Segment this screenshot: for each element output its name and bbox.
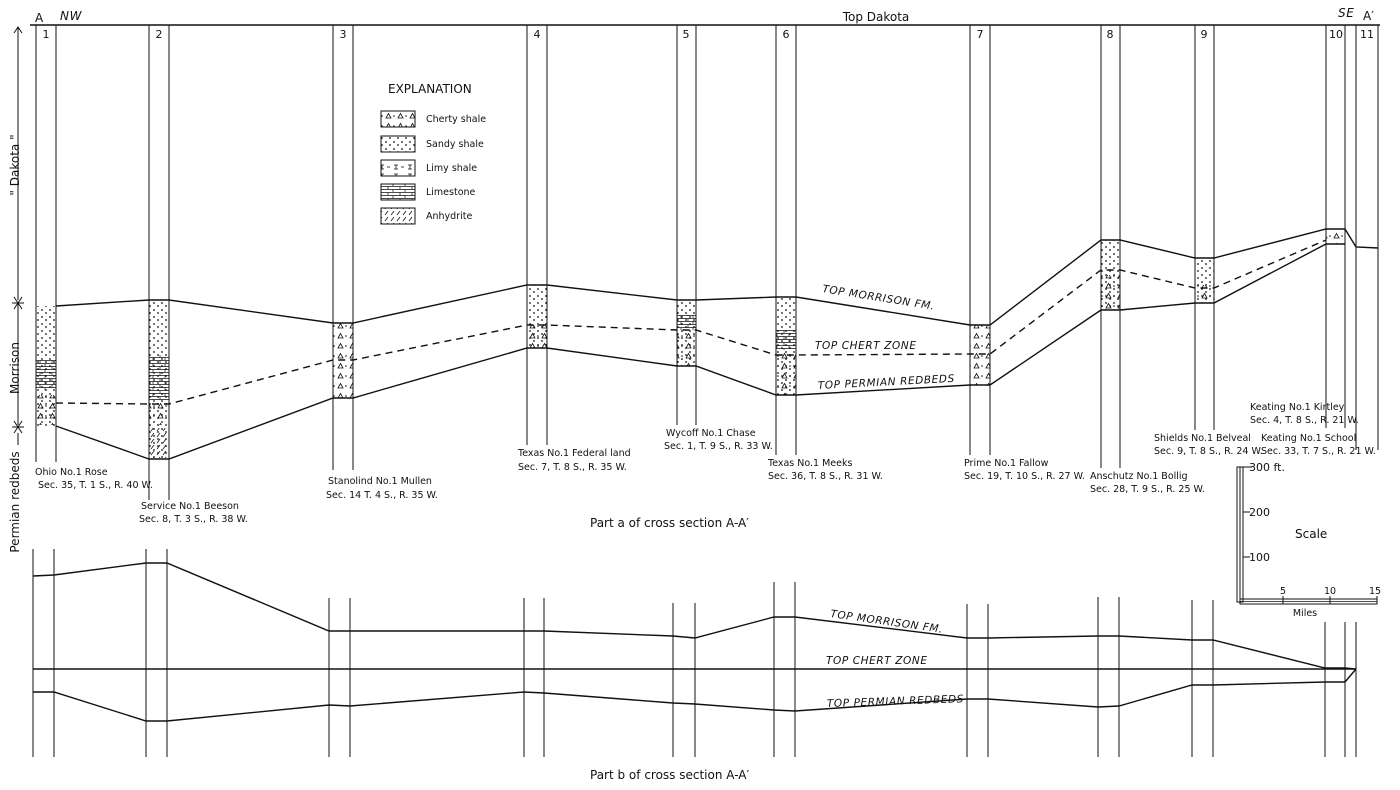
- permian-redbeds-label: Permian redbeds: [8, 451, 22, 552]
- scale-tick-300: 300 ft.: [1249, 461, 1285, 474]
- end-letter-a: A: [35, 11, 44, 25]
- well-number: 9: [1201, 28, 1208, 41]
- top-chert-zone-label-a: TOP CHERT ZONE: [815, 340, 917, 352]
- well-location: Sec. 1, T. 9 S., R. 33 W.: [664, 441, 773, 452]
- well-columns-part-a: [35, 25, 1379, 500]
- well-name: Texas No.1 Federal land: [517, 448, 631, 459]
- scale-tick-200: 200: [1249, 506, 1270, 519]
- direction-se: SE: [1338, 6, 1354, 20]
- well-location: Sec. 14 T. 4 S., R. 35 W.: [326, 490, 438, 501]
- part-a-caption: Part a of cross section A-A′: [590, 516, 749, 530]
- scale-title: Scale: [1295, 527, 1327, 541]
- well-name: Stanolind No.1 Mullen: [328, 476, 432, 487]
- well-number: 11: [1360, 28, 1374, 41]
- morrison-label: Morrison: [8, 342, 22, 394]
- explanation-title: EXPLANATION: [388, 82, 472, 96]
- top-morrison-line-b: [32, 562, 1357, 670]
- well-name: Keating No.1 School: [1261, 433, 1356, 444]
- legend-swatch-sandy-shale: [380, 135, 416, 153]
- legend-label: Sandy shale: [426, 139, 484, 150]
- well-number: 4: [534, 28, 541, 41]
- scale-mile-10: 10: [1324, 586, 1336, 597]
- legend-swatch-cherty-shale: [380, 110, 416, 128]
- left-dimension-bars: [12, 26, 24, 445]
- top-permian-label-b: TOP PERMIAN REDBEDS: [827, 693, 964, 710]
- legend-label: Limy shale: [426, 163, 477, 174]
- well-location: Sec. 28, T. 9 S., R. 25 W.: [1090, 484, 1205, 495]
- legend-swatch-limestone: [380, 183, 416, 201]
- end-letter-a-prime: A′: [1363, 9, 1374, 23]
- well-name: Keating No.1 Kirtley: [1250, 402, 1345, 413]
- well-number: 6: [783, 28, 790, 41]
- scale-bar: 300 ft. 200 100 5 10 15 Miles Scale: [1236, 461, 1381, 619]
- well-number: 8: [1107, 28, 1114, 41]
- well-name: Wycoff No.1 Chase: [666, 428, 756, 439]
- well-location: Sec. 4, T. 8 S., R. 21 W.: [1250, 415, 1359, 426]
- well-location: Sec. 7, T. 8 S., R. 35 W.: [518, 462, 627, 473]
- well-location: Sec. 9, T. 8 S., R. 24 W.: [1154, 446, 1263, 457]
- direction-nw: NW: [60, 9, 83, 23]
- well-columns-part-b: [32, 549, 1357, 757]
- legend-label: Anhydrite: [426, 211, 472, 222]
- well-number: 5: [683, 28, 690, 41]
- legend-swatch-anhydrite: [380, 207, 416, 225]
- top-chert-zone-line-a: [55, 239, 1327, 405]
- legend-label: Cherty shale: [426, 114, 486, 125]
- legend-label: Limestone: [426, 187, 476, 198]
- diagram-title: Top Dakota: [842, 10, 910, 24]
- dakota-label: " Dakota ": [8, 134, 22, 195]
- well-location: Sec. 36, T. 8 S., R. 31 W.: [768, 471, 883, 482]
- well-location: Sec. 33, T. 7 S., R. 21 W.: [1261, 446, 1376, 457]
- top-permian-redbeds-line-b: [33, 668, 1357, 722]
- scale-mile-5: 5: [1280, 586, 1286, 597]
- part-b-caption: Part b of cross section A-A′: [590, 768, 749, 782]
- well-number: 2: [156, 28, 163, 41]
- scale-tick-100: 100: [1249, 551, 1270, 564]
- top-chert-zone-label-b: TOP CHERT ZONE: [826, 655, 928, 667]
- top-morrison-label-b: TOP MORRISON FM.: [830, 608, 944, 636]
- well-location: Sec. 19, T. 10 S., R. 27 W.: [964, 471, 1085, 482]
- well-number: 1: [43, 28, 50, 41]
- well-name: Texas No.1 Meeks: [767, 458, 853, 469]
- legend-swatch-limy-shale: [380, 159, 416, 177]
- well-number: 7: [977, 28, 984, 41]
- well-name: Service No.1 Beeson: [141, 501, 239, 512]
- lithology-columns: [36, 230, 1345, 458]
- top-permian-redbeds-line-a: [55, 243, 1345, 460]
- well-number: 3: [340, 28, 347, 41]
- well-name: Shields No.1 Belveal: [1154, 433, 1251, 444]
- top-morrison-label-a: TOP MORRISON FM.: [822, 283, 936, 313]
- scale-miles-unit: Miles: [1293, 608, 1317, 619]
- well-name: Anschutz No.1 Bollig: [1090, 471, 1188, 482]
- well-name: Ohio No.1 Rose: [35, 467, 108, 478]
- scale-mile-15: 15: [1369, 586, 1381, 597]
- well-location: Sec. 35, T. 1 S., R. 40 W.: [38, 480, 153, 491]
- well-labels: Ohio No.1 Rose Sec. 35, T. 1 S., R. 40 W…: [35, 402, 1376, 525]
- top-morrison-line-a: [55, 228, 1379, 326]
- explanation-legend: EXPLANATION Cherty shale Sandy shale Lim…: [380, 82, 486, 225]
- well-number: 10: [1329, 28, 1343, 41]
- well-name: Prime No.1 Fallow: [964, 458, 1049, 469]
- well-numbers: 1 2 3 4 5 6 7 8 9 10 11: [43, 28, 1375, 41]
- well-location: Sec. 8, T. 3 S., R. 38 W.: [139, 514, 248, 525]
